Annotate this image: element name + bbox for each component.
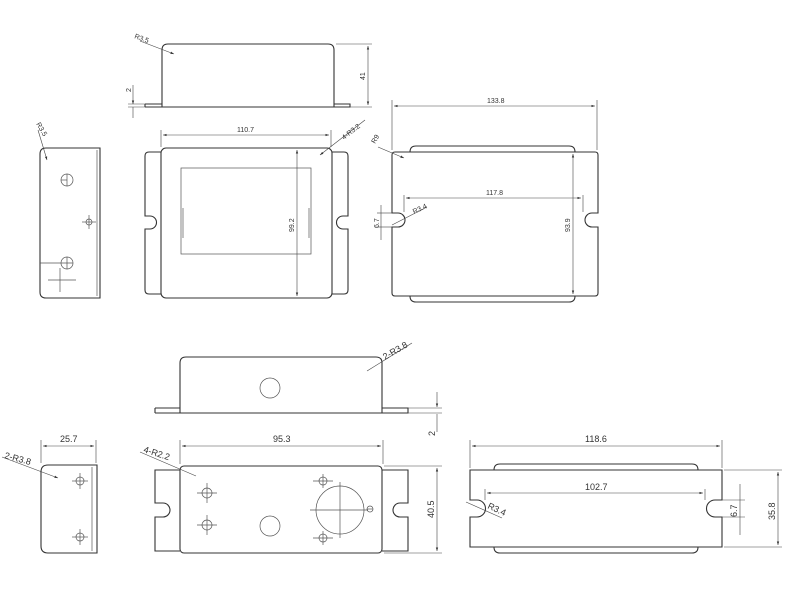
slot-radius-label: R3.4: [486, 501, 507, 518]
radius-label: R9: [371, 134, 382, 145]
top-front-view: 110.7 99.2 4-R3.2: [144, 119, 366, 299]
height-dim: 93.9: [565, 218, 572, 232]
bottom-right-view: 118.6 102.7 35.8 6.7 R3.4: [465, 434, 782, 554]
width-dim: 25.7: [60, 434, 78, 444]
height-dim: 41: [360, 72, 367, 80]
radius-label: 2-R3.8: [3, 450, 32, 467]
slot-radius-label: R3.4: [412, 203, 428, 216]
width-dim: 133.8: [487, 98, 505, 105]
radius-label: R3.5: [133, 33, 149, 45]
slot-width-dim: 6.7: [374, 218, 381, 228]
height-dim: 99.2: [289, 218, 296, 232]
top-side-view: 41 2 R3.5: [126, 33, 372, 118]
flange-dim: 2: [126, 88, 133, 92]
corner-label: 4-R3.2: [341, 123, 362, 142]
height-dim: 40.5: [426, 500, 436, 518]
width-dim: 118.6: [585, 434, 607, 444]
flange-dim: 2: [427, 431, 437, 436]
radius-label: 2-R3.8: [381, 340, 409, 362]
top-right-view: 133.8 117.8 93.9 R9 R3.4 6.7: [371, 98, 599, 303]
bottom-left-view: 25.7 2-R3.8: [1, 434, 98, 554]
width-dim: 95.3: [273, 434, 291, 444]
radius-label: R3.5: [34, 122, 48, 138]
top-left-view: R3.5: [34, 122, 101, 299]
bottom-front-view: 95.3 40.5 4-R2.2: [139, 434, 442, 554]
hole-label: 4-R2.2: [142, 444, 171, 462]
slot-width-dim: 6.7: [729, 504, 739, 517]
width-dim: 110.7: [237, 127, 254, 134]
slot-span-dim: 102.7: [585, 482, 608, 492]
bottom-side-view: 2-R3.8 2: [154, 340, 442, 436]
slot-span-dim: 117.8: [486, 190, 503, 197]
height-dim: 35.8: [767, 502, 777, 520]
